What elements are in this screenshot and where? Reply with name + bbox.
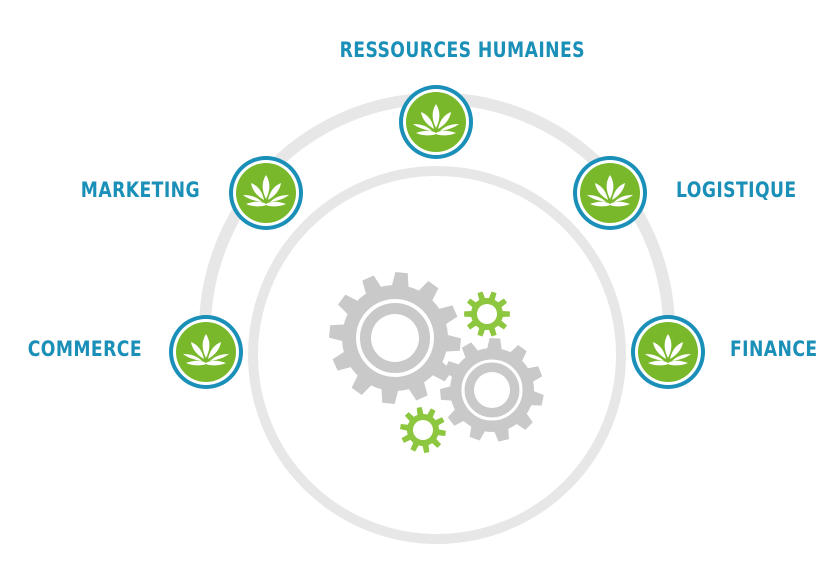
label-commerce: COMMERCE: [27, 337, 143, 361]
gear-small-bottom: [400, 407, 446, 453]
gear-medium: [440, 338, 544, 442]
label-finance: FINANCE: [730, 337, 818, 361]
inner-circle: [248, 166, 626, 544]
label-marketing: MARKETING: [80, 178, 200, 202]
node-logistique: [573, 156, 647, 230]
node-commerce: [169, 315, 243, 389]
label-logistique: LOGISTIQUE: [676, 178, 797, 202]
node-ressources-humaines: [399, 85, 473, 159]
label-ressources-humaines: RESSOURCES HUMAINES: [339, 38, 585, 62]
gear-large: [329, 272, 461, 404]
node-finance: [631, 315, 705, 389]
gear-small-top: [464, 291, 510, 337]
gears-icon: [329, 272, 544, 453]
node-marketing: [229, 156, 303, 230]
